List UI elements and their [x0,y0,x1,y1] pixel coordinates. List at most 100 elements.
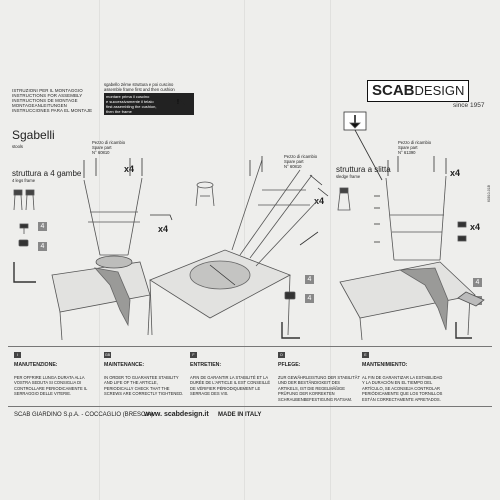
maintenance-line: SERRAGGIO DELLE VITERIE. [14,391,72,397]
brand-suffix: DESIGN [414,83,465,98]
maintenance-line: UND DER BESTÄNDIGKEIT DES [278,380,341,386]
spare-part-label: Pezzo di ricambio [398,140,432,145]
maintenance-line: PERIODICALLY CHECK THAT THE [104,385,170,391]
svg-text:!: ! [177,99,179,106]
maintenance-column-es: E MANTENIMIENTO: AL FIN DE GARANTIZAR LA… [362,352,482,402]
maintenance-column-gb: GB MAINTENANCE: IN ORDER TO GUARANTEE ST… [104,352,196,397]
brand-logo: SCABDESIGN since 1957 [367,80,489,109]
spare-part-label: Pezzo di ricambio [284,154,318,159]
spare-part-label: Pezzo di ricambio [92,140,126,145]
maintenance-column-fr: F ENTRETIEN: AFIN DE GARANTIR LA STABILI… [190,352,282,397]
spare-part-code: N° 61390 [398,150,416,156]
brand-logo-box: SCABDESIGN [367,80,470,102]
part-count-box: 4 [305,294,314,303]
maintenance-line: PER OFFRIRE LUNGA DURATA ALLA [14,375,85,380]
warning-dark-line: first assembling the cushion, [106,104,157,110]
part-count-box: 4 [305,275,314,284]
instruction-line-it: ISTRUZIONI PER IL MONTAGGIO [12,88,83,93]
maintenance-heading: PFLEGE: [278,362,301,368]
part-count-box: 4 [38,222,47,231]
spare-part-callout: Pezzo di ricambio Spare part N° 60810 [284,154,317,170]
maintenance-line: ARTIKELS, IST DIE REGELMÄßIGE [278,385,345,391]
footer-made-in: MADE IN ITALY [218,412,262,418]
maintenance-line: SCHRAUBENBEFESTIGUNG RATSAM. [278,396,353,402]
assembly-illustrations [13,111,485,341]
maintenance-line: AL FIN DE GARANTIZAR LA ESTABILIDAD [362,375,443,380]
warning-line: sgabello 2ème struttura e poi cuscino [104,82,174,87]
assembly-warning: sgabello 2ème struttura e poi cuscino as… [104,82,194,116]
maintenance-line: ARTÍCULO, SE ACONSEJA CONTROLAR [362,385,440,391]
warning-dark-line: then the frame [106,109,132,115]
warning-line: assemble frame first and then cushion [104,87,175,93]
maintenance-line: CONTROLLARE PERIODICAMENTE IL [14,385,88,391]
maintenance-line: DURÉE DE L'ARTICLE IL EST CONSEILLÉ [190,380,271,386]
maintenance-column-it: I MANUTENZIONE: PER OFFRIRE LUNGA DURATA… [14,352,106,397]
maintenance-heading: MANTENIMIENTO: [362,362,408,368]
maintenance-heading: MANUTENZIONE: [14,362,58,368]
part-count-box: 4 [38,242,47,251]
fold-line [244,0,245,500]
spare-part-code: N° 60810 [92,150,110,156]
product-title: Sgabelli [12,128,55,142]
maintenance-line: ZUR GEWÄHRLEISTUNG DER STABILITÄT [278,375,361,380]
section-title-4-legs: struttura a 4 gambe [12,169,82,178]
part-count-box: 4 [473,278,482,287]
stool-thumbnail-icon [13,189,35,211]
spare-part-callout: Pezzo di ricambio Spare part N° 61390 [398,140,431,156]
maintenance-line: PERIÓDICAMENTE QUE LOS TORNILLOS [362,391,443,397]
instruction-line-de: MONTAGEANLEITUNGEN [12,103,67,109]
section-subtitle-sledge: sledge frame [336,174,361,179]
instruction-line-fr: INSTRUCTIONS DE MONTAGE [12,98,78,104]
assembly-instructions-header: ISTRUZIONI PER IL MONTAGGIO INSTRUCTIONS… [12,88,92,113]
maintenance-line: IN ORDER TO GUARANTEE STABILITY [104,375,179,380]
stool-thumbnail-icon [195,181,215,207]
language-badge: F [190,352,197,358]
stool-thumbnail-icon [337,187,351,211]
screw-icon [13,223,36,283]
brand-since: since 1957 [453,102,485,109]
divider [8,346,492,347]
section-subtitle-4-legs: 4 legs frame [12,178,36,183]
maintenance-line: SERRAGE DES VIS. [190,391,229,397]
warning-dark-line: montare prima il cuscino [106,94,150,100]
quantity-label: x4 [470,222,481,232]
spare-part-code: N° 60810 [284,164,302,170]
maintenance-line: AND LIFE OF THE ARTICLE, [104,380,158,386]
spare-part-sub: Spare part [284,159,304,165]
spare-part-sub: Spare part [398,145,418,151]
spare-part-sub: Spare part [92,145,112,151]
quantity-label: x4 [124,164,135,174]
quantity-label: x4 [450,168,461,178]
language-badge: I [14,352,21,358]
language-badge: E [362,352,369,358]
maintenance-line: VOSTRA SEDUTA SI CONSIGLIA DI [14,380,82,386]
warning-dark-box: montare prima il cuscino e successivamen… [104,93,194,116]
maintenance-column-de: D PFLEGE: ZUR GEWÄHRLEISTUNG DER STABILI… [278,352,370,402]
maintenance-line: ESTÁN CORRECTAMENTE APRETADOS. [362,396,441,402]
instruction-line-en: INSTRUCTIONS FOR ASSEMBLY [12,93,83,99]
spare-part-callout: Pezzo di ricambio Spare part N° 60810 [92,140,125,156]
quantity-label: x4 [158,224,169,234]
screw-icon [281,221,485,339]
maintenance-line: AFIN DE GARANTIR LA STABILITÉ ET LA [190,375,269,380]
language-badge: D [278,352,285,358]
instruction-line-es: INSTRUCCIONES PARA EL MONTAJE [12,108,93,114]
warning-dark-line: e successivamente il telaio [106,99,154,105]
maintenance-heading: MAINTENANCE: [104,362,145,368]
maintenance-line: Y LA DURACIÓN EN EL TIEMPO DEL [362,380,433,386]
divider [8,406,492,407]
quantity-label: x4 [314,196,325,206]
maintenance-line: SCREWS ARE CORRECTLY TIGHTENED. [104,391,184,397]
footer-website: www. scabdesign.it [144,411,209,418]
maintenance-line: PRÜFUNG DER KORREKTEN [278,391,335,397]
brand-name: SCAB [372,82,415,99]
maintenance-heading: ENTRETIEN: [190,362,222,368]
fold-line [99,0,100,500]
fold-line [330,0,331,500]
product-subtitle: stools [12,144,23,149]
warning-triangle-icon: ! [171,94,185,106]
footer-company: SCAB GIARDINO S.p.A. - COCCAGLIO (BRESCI… [14,412,154,418]
maintenance-line: DE VÉRIFIER PÉRIODIQUEMENT LE [190,385,261,391]
language-badge: GB [104,352,111,358]
